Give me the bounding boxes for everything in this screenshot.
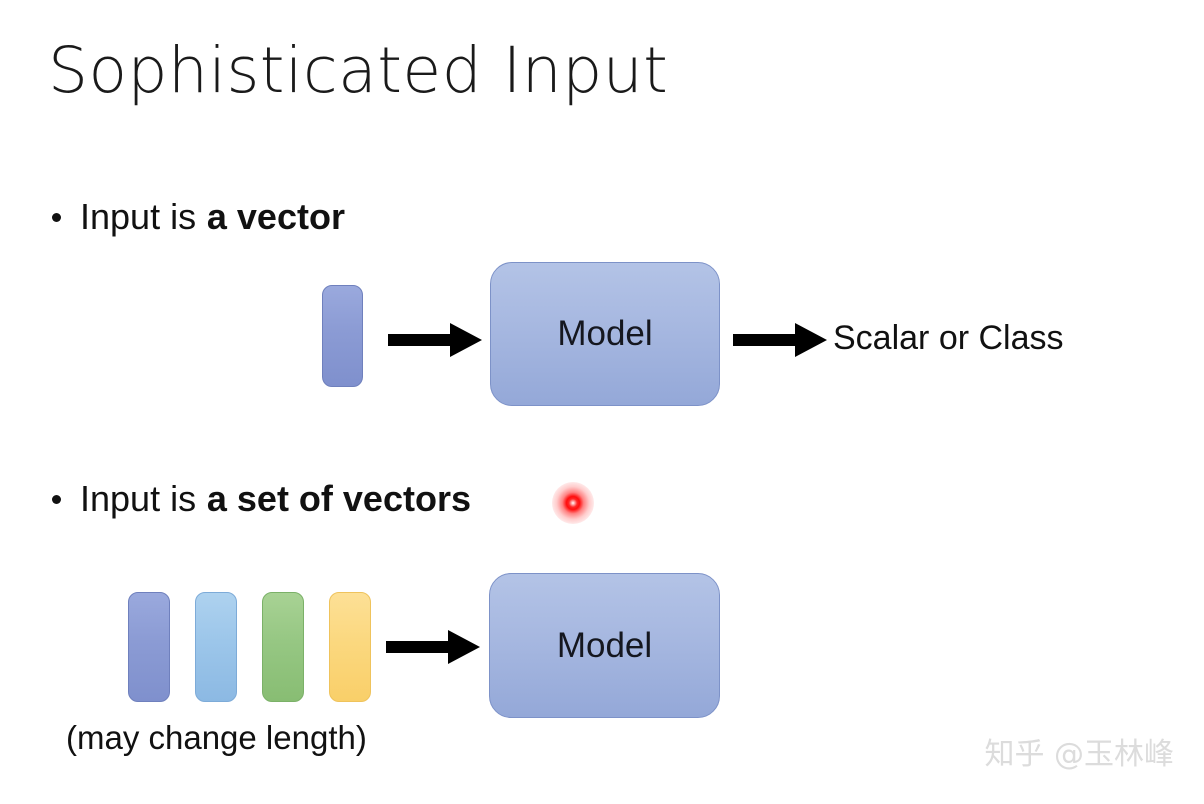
bullet-1-bold-text: a vector (206, 196, 345, 237)
row2-vector-bar-1 (128, 592, 170, 702)
row2-model-label: Model (556, 625, 653, 665)
row1-model-box: Model (490, 262, 720, 406)
row2-vector-bar-4 (329, 592, 371, 702)
row2-vector-bar-3 (262, 592, 304, 702)
row1-output-label: Scalar or Class (833, 319, 1064, 357)
bullet-1-plain-text: Input is (80, 196, 197, 237)
row1-model-label: Model (557, 314, 653, 353)
row1-vector-bar (322, 285, 363, 387)
row2-arrow-to-model-icon (386, 630, 480, 664)
laser-pointer-dot-icon (552, 482, 594, 524)
bullet-dot-icon (52, 494, 61, 504)
row2-length-caption: (may change length) (66, 719, 367, 756)
bullet-dot-icon (52, 212, 61, 222)
bullet-2-bold-text: a set of vectors (206, 478, 471, 519)
bullet-item-vector: Input is a vector (52, 196, 345, 238)
bullet-item-set-of-vectors: Input is a set of vectors (52, 478, 471, 520)
page-title: Sophisticated Input (48, 34, 669, 107)
row1-arrow-to-output-icon (733, 323, 827, 357)
row2-model-box: Model (489, 573, 720, 718)
row1-arrow-to-model-icon (388, 323, 482, 357)
watermark: 知乎 @玉林峰 (984, 737, 1174, 772)
row2-vector-bar-2 (195, 592, 237, 702)
bullet-2-plain-text: Input is (80, 478, 197, 519)
